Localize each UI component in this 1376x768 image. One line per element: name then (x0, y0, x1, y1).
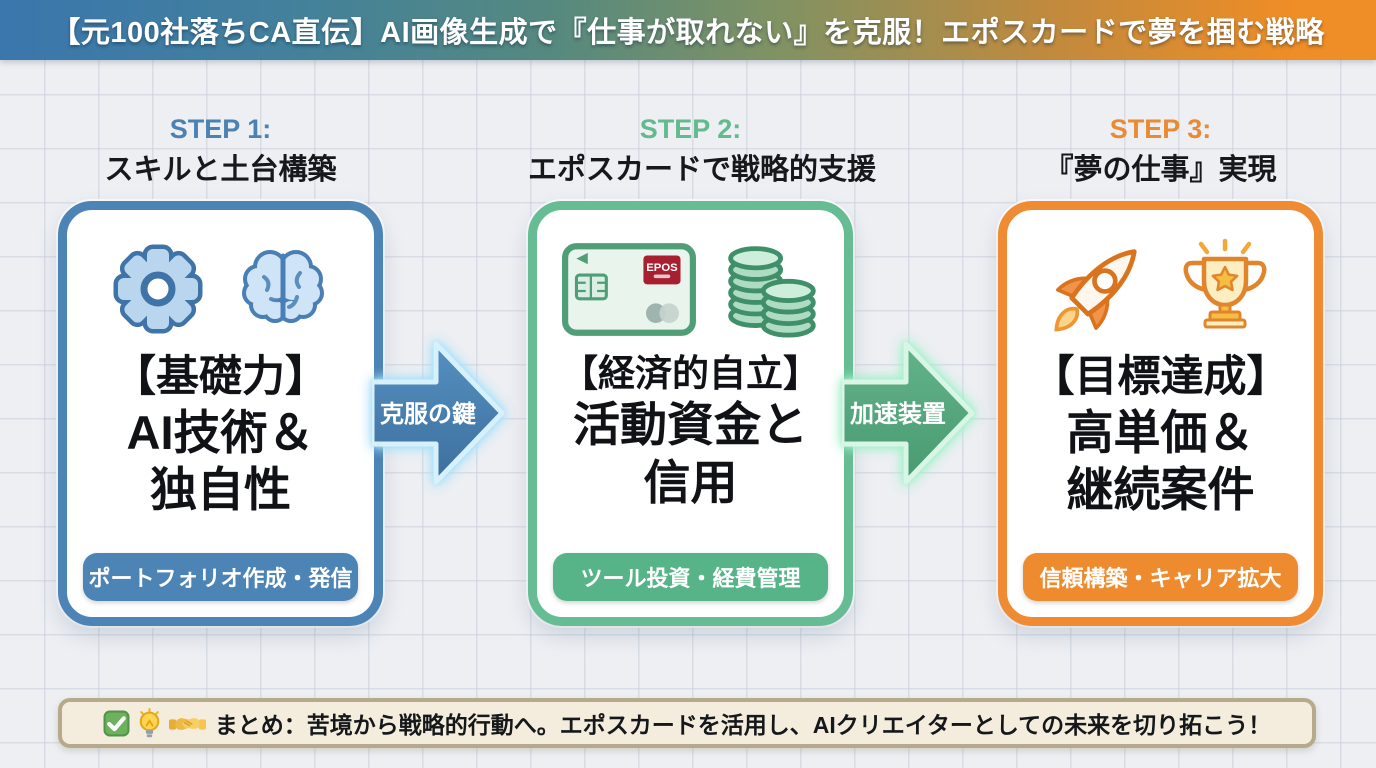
step3-card: 【目標達成】 高単価＆ 継続案件 信頼構築・キャリア拡大 (998, 201, 1323, 626)
arrow2-label: 加速装置 (850, 401, 946, 428)
step3-label: STEP 3: (1109, 114, 1212, 144)
step1-icon-row (108, 232, 334, 346)
summary-icons (103, 707, 206, 739)
step3-heading: 【目標達成】 (1031, 353, 1290, 401)
summary-bar: まとめ：苦境から戦略的行動へ。エポスカードを活用し、AIクリエイターとしての未来… (58, 698, 1316, 748)
step1-card: 【基礎力】 AI技術＆ 独自性 ポートフォリオ作成・発信 (58, 201, 383, 626)
brain-icon (241, 250, 324, 323)
step3-badge: 信頼構築・キャリア拡大 (1023, 553, 1298, 601)
step1-badge: ポートフォリオ作成・発信 (83, 553, 358, 601)
step2-text-block: 【経済的自立】 活動資金と 信用 (561, 352, 820, 511)
step1-title: スキルと土台構築 (104, 154, 337, 186)
epos-brand-label: EPOS (646, 261, 678, 273)
summary-text: まとめ：苦境から戦略的行動へ。エポスカードを活用し、AIクリエイターとしての未来… (214, 712, 1272, 738)
page-title: 【元100社落ちCA直伝】AI画像生成で『仕事が取れない』を克服！エポスカードで… (51, 17, 1325, 49)
step3-text-block: 【目標達成】 高単価＆ 継続案件 (1032, 352, 1290, 518)
gear-icon (113, 244, 202, 334)
step2-title: エポスカードで戦略的支援 (528, 154, 877, 186)
step2-line2: 活動資金と (573, 398, 808, 452)
handshake-icon (168, 717, 206, 730)
step1-line3: 独自性 (150, 462, 291, 516)
arrow1-label: 克服の鍵 (380, 400, 476, 428)
step2-badge: ツール投資・経費管理 (553, 553, 828, 601)
arrow-step2-to-step3: 加速装置 (839, 334, 976, 494)
right-arrow-icon: 克服の鍵 (369, 341, 505, 485)
bulb-icon (139, 707, 160, 737)
right-arrow-icon: 加速装置 (839, 341, 975, 485)
step-column-2: STEP 2: エポスカードで戦略的支援 EPOS (528, 114, 877, 626)
trophy-icon (1183, 238, 1266, 329)
step2-line3: 信用 (643, 455, 738, 509)
step3-icon-row (1047, 232, 1275, 346)
arrow-step1-to-step2: 克服の鍵 (369, 334, 506, 494)
step3-line3: 継続案件 (1066, 462, 1255, 516)
step1-text-block: 【基礎力】 AI技術＆ 独自性 (113, 352, 328, 518)
title-banner: 【元100社落ちCA直伝】AI画像生成で『仕事が取れない』を克服！エポスカードで… (0, 0, 1376, 60)
step2-card: EPOS 【経済的自立】 活動資金と (528, 201, 853, 626)
step2-heading: 【経済的自立】 (561, 353, 820, 394)
step2-icon-row: EPOS (561, 232, 821, 346)
check-icon (103, 710, 130, 736)
step1-line2: AI技術＆ (126, 405, 315, 459)
step3-line2: 高単価＆ (1066, 405, 1255, 459)
step3-title: 『夢の仕事』実現 (1044, 154, 1277, 186)
step-column-1: STEP 1: スキルと土台構築 (58, 114, 383, 626)
step1-label: STEP 1: (169, 114, 272, 144)
rocket-icon (1053, 249, 1137, 332)
step2-label: STEP 2: (639, 114, 742, 144)
epos-credit-card-icon: EPOS (561, 242, 696, 336)
step1-heading: 【基礎力】 (113, 353, 328, 401)
step-column-3: STEP 3: 『夢の仕事』実現 (998, 114, 1323, 626)
coin-stack-icon (727, 246, 816, 338)
